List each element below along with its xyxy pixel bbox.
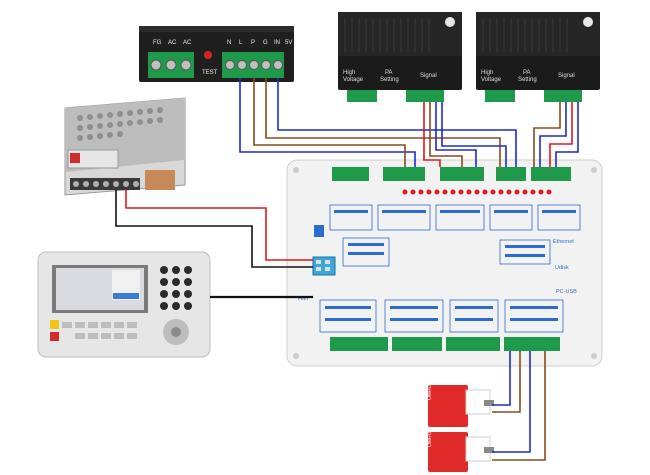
stepper-driver-2: High Voltage PA Setting Signal [476,12,600,102]
test-label: TEST [202,70,218,76]
pc-usb-label: PC-USB [556,289,577,295]
psu-label-5v: 5V [285,40,292,46]
limit-sensor-1: OMRON [427,380,494,427]
psu-label-l: L [239,40,243,46]
driver2-signal: Signal [558,73,575,79]
wires [115,78,579,461]
ethernet-label: Ethernet [553,239,574,245]
driver1-pa: PA [385,70,393,76]
driver2-high: High [481,70,493,76]
driver2-voltage: Voltage [481,77,502,83]
udisk-label: Udisk [555,265,569,271]
power-terminal-panel: FG AC AC N L P G IN 5V TEST [139,26,294,82]
hmi-panel [37,251,211,358]
psu-label-p: P [251,40,255,46]
psu-label-n: N [227,40,231,46]
sensor2-brand: OMRON [427,427,433,447]
stepper-driver-1: High Voltage PA Setting Signal [338,12,462,102]
psu-label-in: IN [274,40,280,46]
hmi-label: HMI [298,296,309,302]
psu-label-ac1: AC [168,40,177,46]
psu-label-fg: FG [153,40,162,46]
psu-label-g: G [263,40,268,46]
driver1-signal: Signal [420,73,437,79]
driver2-pa: PA [523,70,531,76]
driver1-high-voltage: High [343,70,355,76]
sensor1-brand: OMRON [427,380,433,400]
driver1-setting: Setting [380,77,399,83]
test-button-icon [204,51,212,59]
main-controller: Ethernet Udisk PC-USB HMI [286,159,603,367]
driver2-setting: Setting [518,77,537,83]
driver1-voltage: Voltage [343,77,364,83]
limit-sensor-2: OMRON [427,427,494,472]
power-supply-unit [64,97,186,196]
psu-label-ac2: AC [183,40,192,46]
